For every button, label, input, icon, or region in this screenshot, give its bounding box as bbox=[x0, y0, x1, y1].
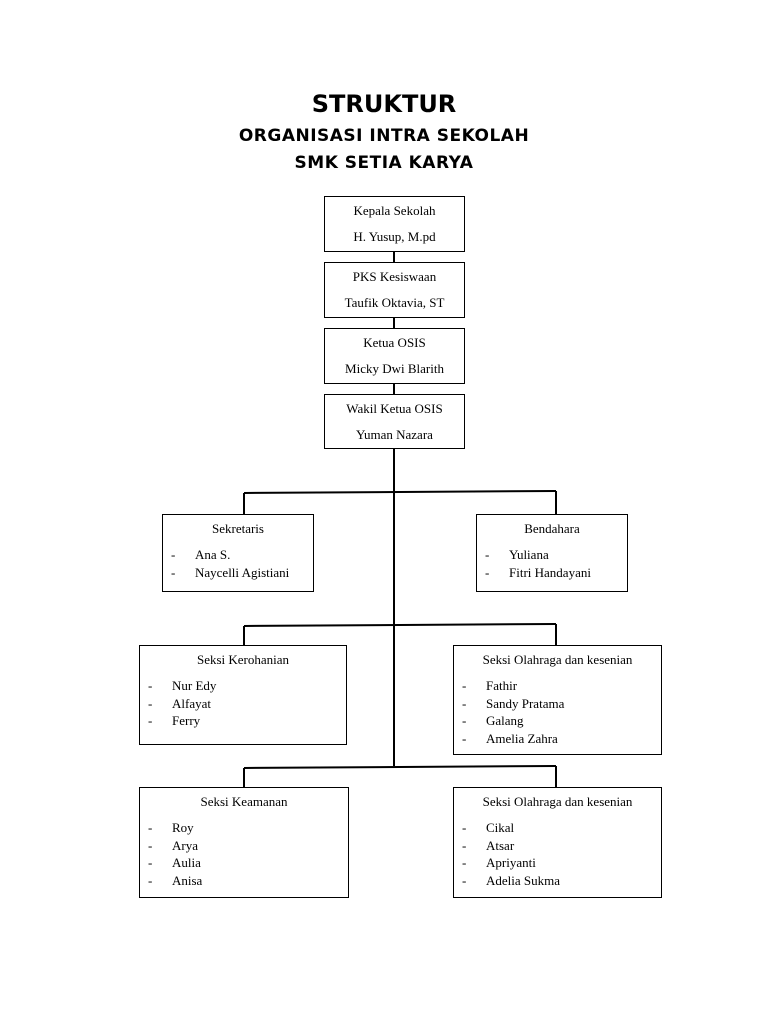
school-name: SMK SETIA KARYA bbox=[294, 153, 474, 173]
list-item: -Yuliana bbox=[485, 547, 549, 562]
list-item: -Aulia bbox=[148, 855, 201, 870]
list-item: -Naycelli Agistiani bbox=[171, 564, 290, 580]
role-label: Seksi Kerohanian bbox=[196, 652, 290, 667]
person-name: Yuman Nazara bbox=[356, 427, 433, 442]
list-item: -Anisa bbox=[148, 872, 203, 888]
list-item: -Ana S. bbox=[171, 547, 231, 562]
page-subtitle: ORGANISASI INTRA SEKOLAH bbox=[238, 126, 530, 146]
list-item: -Nur Edy bbox=[148, 678, 217, 693]
member-list: -Yuliana -Fitri Handayani bbox=[477, 546, 627, 581]
member-list: -Nur Edy -Alfayat -Ferry bbox=[140, 677, 346, 730]
list-item: -Arya bbox=[148, 837, 198, 853]
role-label: Kepala Sekolah bbox=[353, 203, 436, 218]
member-list: -Roy -Arya -Aulia -Anisa bbox=[140, 819, 348, 889]
list-item: -Sandy Pratama bbox=[462, 695, 565, 711]
kepala-sekolah-box: Kepala Sekolah H. Yusup, M.pd bbox=[324, 196, 465, 252]
wakil-ketua-osis-box: Wakil Ketua OSIS Yuman Nazara bbox=[324, 394, 465, 449]
role-label: Bendahara bbox=[524, 521, 580, 536]
ketua-osis-box: Ketua OSIS Micky Dwi Blarith bbox=[324, 328, 465, 384]
member-list: -Fathir -Sandy Pratama -Galang -Amelia Z… bbox=[454, 677, 661, 747]
list-item: -Apriyanti bbox=[462, 855, 536, 870]
list-item: -Roy bbox=[148, 820, 194, 835]
sekretaris-box: Sekretaris -Ana S. -Naycelli Agistiani bbox=[162, 514, 314, 592]
person-name: H. Yusup, M.pd bbox=[353, 229, 436, 244]
page-title: STRUKTUR bbox=[311, 90, 457, 118]
list-item: -Cikal bbox=[462, 820, 515, 835]
role-label: Seksi Olahraga dan kesenian bbox=[482, 652, 633, 667]
role-label: Sekretaris bbox=[212, 521, 264, 536]
seksi-kerohanian-box: Seksi Kerohanian -Nur Edy -Alfayat -Ferr… bbox=[139, 645, 347, 745]
role-label: Seksi Keamanan bbox=[200, 794, 288, 809]
member-list: -Cikal -Atsar -Apriyanti -Adelia Sukma bbox=[454, 819, 661, 889]
seksi-olahraga-box-2: Seksi Olahraga dan kesenian -Cikal -Atsa… bbox=[453, 787, 662, 898]
person-name: Taufik Oktavia, ST bbox=[344, 295, 445, 310]
role-label: Ketua OSIS bbox=[363, 335, 426, 350]
list-item: -Galang bbox=[462, 713, 524, 728]
list-item: -Ferry bbox=[148, 713, 201, 728]
list-item: -Fathir bbox=[462, 678, 518, 693]
list-item: -Adelia Sukma bbox=[462, 872, 561, 888]
bendahara-box: Bendahara -Yuliana -Fitri Handayani bbox=[476, 514, 628, 592]
role-label: Seksi Olahraga dan kesenian bbox=[482, 794, 633, 809]
list-item: -Fitri Handayani bbox=[485, 564, 591, 580]
person-name: Micky Dwi Blarith bbox=[345, 361, 444, 376]
pks-kesiswaan-box: PKS Kesiswaan Taufik Oktavia, ST bbox=[324, 262, 465, 318]
list-item: -Amelia Zahra bbox=[462, 730, 558, 746]
role-label: Wakil Ketua OSIS bbox=[346, 401, 443, 416]
seksi-olahraga-box: Seksi Olahraga dan kesenian -Fathir -San… bbox=[453, 645, 662, 755]
seksi-keamanan-box: Seksi Keamanan -Roy -Arya -Aulia -Anisa bbox=[139, 787, 349, 898]
role-label: PKS Kesiswaan bbox=[352, 269, 437, 284]
list-item: -Atsar bbox=[462, 837, 515, 853]
list-item: -Alfayat bbox=[148, 695, 211, 711]
member-list: -Ana S. -Naycelli Agistiani bbox=[163, 546, 313, 581]
